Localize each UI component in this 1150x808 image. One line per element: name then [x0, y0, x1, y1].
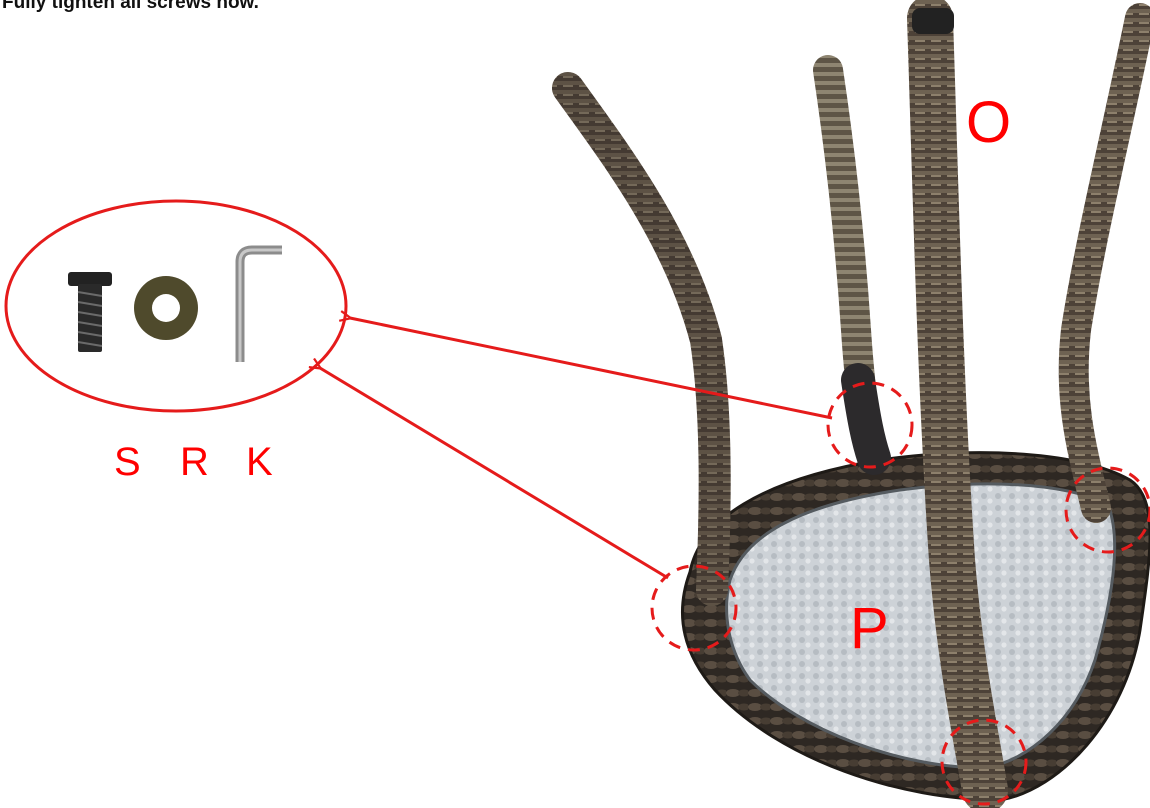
washer-icon — [134, 276, 198, 340]
key-label: K — [246, 440, 273, 484]
screw-location-back-center — [826, 381, 914, 469]
leg-front-o — [907, 0, 1008, 808]
stool-seat — [680, 451, 1150, 802]
screw-location-right — [1064, 466, 1150, 554]
screw-location-left — [650, 564, 738, 652]
leg-label-o: O — [966, 90, 1012, 155]
hardware-group — [4, 199, 348, 413]
screw-locations — [650, 381, 1150, 806]
instruction-text: Fully tighten all screws now. — [2, 0, 259, 13]
seat-label-p: P — [850, 596, 889, 661]
leg-right — [1058, 3, 1150, 523]
screw-icon — [68, 272, 112, 352]
arrow-to-hardware-upper — [350, 318, 833, 420]
leg-back-center — [813, 55, 891, 475]
allen-key-icon — [235, 245, 282, 362]
screw-label: S — [114, 440, 141, 484]
arrow-to-hardware-lower — [320, 368, 669, 580]
screw-location-front — [940, 718, 1028, 806]
washer-label: R — [180, 440, 209, 484]
leg-back-left — [552, 72, 731, 606]
